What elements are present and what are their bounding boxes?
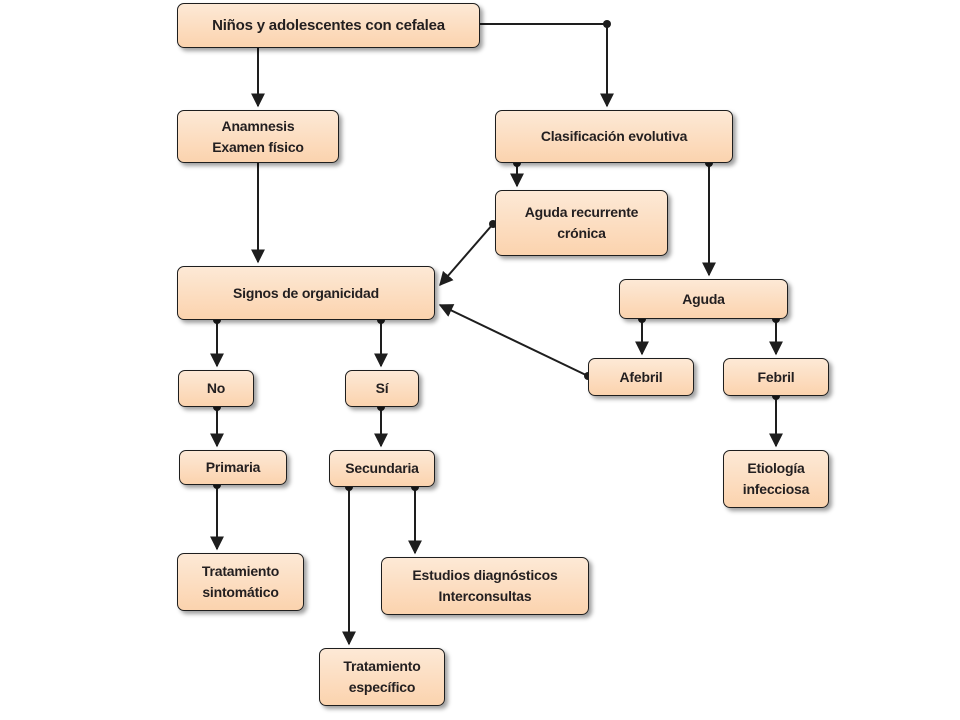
node-no: No [178,370,254,407]
edge-root-clasificacion [480,23,614,108]
node-etiologia: Etiología infecciosa [723,450,829,508]
node-si-label: Sí [375,380,389,396]
node-secundaria-label: Secundaria [345,460,419,476]
node-aguda-recurrente: Aguda recurrente crónica [495,190,668,256]
node-afebril: Afebril [588,358,694,396]
node-root: Niños y adolescentes con cefalea [177,3,480,48]
node-no-label: No [206,380,226,396]
edge-afebril-signos [438,304,589,377]
node-aguda: Aguda [619,279,788,319]
node-signos-label: Signos de organicidad [233,284,379,301]
node-tratamiento-sintomatico-label: Tratamiento sintomático [201,563,280,600]
node-anamnesis: Anamnesis Examen físico [177,110,339,163]
node-febril-label: Febril [757,368,795,385]
node-clasificacion: Clasificación evolutiva [495,110,733,163]
node-si: Sí [345,370,419,407]
node-afebril-label: Afebril [619,368,663,385]
node-tratamiento-especifico-label: Tratamiento específico [343,658,421,695]
node-signos: Signos de organicidad [177,266,435,320]
node-tratamiento-sintomatico: Tratamiento sintomático [177,553,304,611]
node-etiologia-label: Etiología infecciosa [742,460,810,497]
node-estudios-label: Estudios diagnósticos Interconsultas [412,567,558,604]
node-root-label: Niños y adolescentes con cefalea [212,17,445,34]
node-clasificacion-label: Clasificación evolutiva [540,128,688,144]
node-anamnesis-label: Anamnesis Examen físico [212,117,304,155]
node-primaria: Primaria [179,450,287,485]
node-febril: Febril [723,358,829,396]
node-primaria-label: Primaria [205,459,261,475]
node-secundaria: Secundaria [329,450,435,487]
node-tratamiento-especifico: Tratamiento específico [319,648,445,706]
node-aguda-label: Aguda [682,290,725,307]
edge-recurrente-signos [439,223,494,287]
node-aguda-recurrente-label: Aguda recurrente crónica [524,204,639,241]
node-estudios: Estudios diagnósticos Interconsultas [381,557,589,615]
